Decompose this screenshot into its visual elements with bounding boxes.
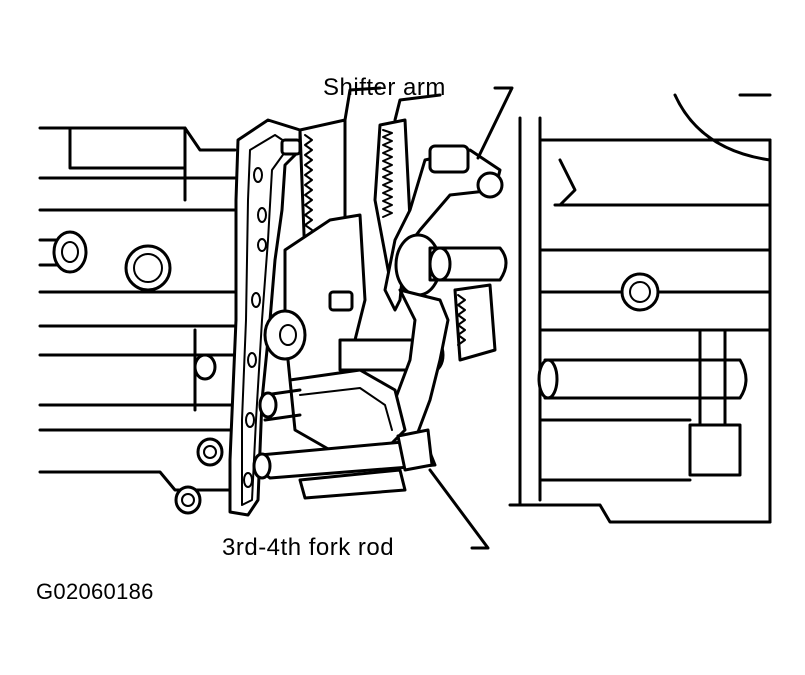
figure-code: G02060186 — [36, 579, 154, 604]
right-transmission-case — [508, 93, 772, 524]
gear-right — [453, 283, 497, 362]
fork-rod — [252, 388, 437, 500]
shifter-arm — [288, 144, 508, 457]
left-transmission-case — [38, 126, 237, 515]
fork-rod-leader — [428, 468, 490, 550]
fork-rod-label: 3rd-4th fork rod — [222, 534, 395, 561]
leader-lines — [428, 86, 514, 550]
shifter-arm-leader — [476, 86, 514, 160]
shifter-arm-label: Shifter arm — [323, 74, 446, 101]
